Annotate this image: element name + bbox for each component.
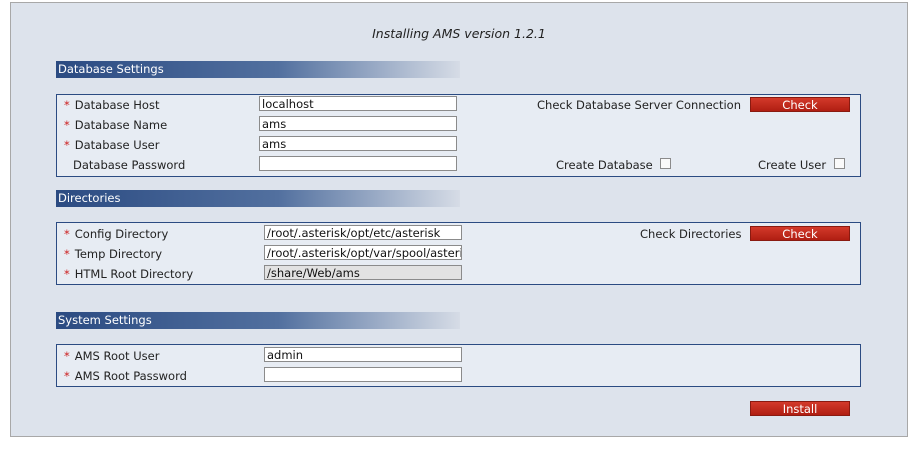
config-directory-label: *Config Directory: [64, 227, 169, 241]
create-database-label: Create Database: [556, 158, 653, 172]
ams-root-user-label: *AMS Root User: [64, 349, 160, 363]
database-host-input[interactable]: localhost: [259, 96, 457, 111]
database-settings-panel: [56, 94, 861, 177]
page-title: Installing AMS version 1.2.1: [372, 26, 546, 41]
required-mark: *: [64, 247, 70, 261]
ams-root-password-label: *AMS Root Password: [64, 369, 187, 383]
html-root-directory-label: *HTML Root Directory: [64, 267, 194, 281]
database-host-label: *Database Host: [64, 98, 160, 112]
required-mark: *: [64, 369, 70, 383]
database-password-input[interactable]: [259, 156, 457, 171]
install-button[interactable]: Install: [750, 401, 850, 416]
temp-directory-input[interactable]: /root/.asterisk/opt/var/spool/asterisk: [264, 245, 462, 260]
temp-directory-label: *Temp Directory: [64, 247, 163, 261]
required-mark: *: [64, 227, 70, 241]
create-database-checkbox[interactable]: [660, 158, 671, 169]
check-db-connection-button[interactable]: Check: [750, 97, 850, 112]
database-name-label: *Database Name: [64, 118, 168, 132]
required-mark: *: [64, 267, 70, 281]
check-directories-label: Check Directories: [640, 227, 742, 241]
database-user-input[interactable]: ams: [259, 136, 457, 151]
database-user-label: *Database User: [64, 138, 160, 152]
config-directory-input[interactable]: /root/.asterisk/opt/etc/asterisk: [264, 225, 462, 240]
create-user-checkbox[interactable]: [834, 158, 845, 169]
database-name-input[interactable]: ams: [259, 116, 457, 131]
check-db-connection-label: Check Database Server Connection: [537, 98, 741, 112]
create-user-label: Create User: [758, 158, 827, 172]
database-settings-header: Database Settings: [56, 61, 460, 78]
ams-root-user-input[interactable]: admin: [264, 347, 462, 362]
check-directories-button[interactable]: Check: [750, 226, 850, 241]
ams-root-password-input[interactable]: [264, 367, 462, 382]
required-mark: *: [64, 349, 70, 363]
directories-header: Directories: [56, 190, 460, 207]
database-password-label: Database Password: [73, 158, 186, 172]
required-mark: *: [64, 138, 70, 152]
required-mark: *: [64, 118, 70, 132]
html-root-directory-input: /share/Web/ams: [264, 265, 462, 280]
required-mark: *: [64, 98, 70, 112]
system-settings-header: System Settings: [56, 312, 460, 329]
